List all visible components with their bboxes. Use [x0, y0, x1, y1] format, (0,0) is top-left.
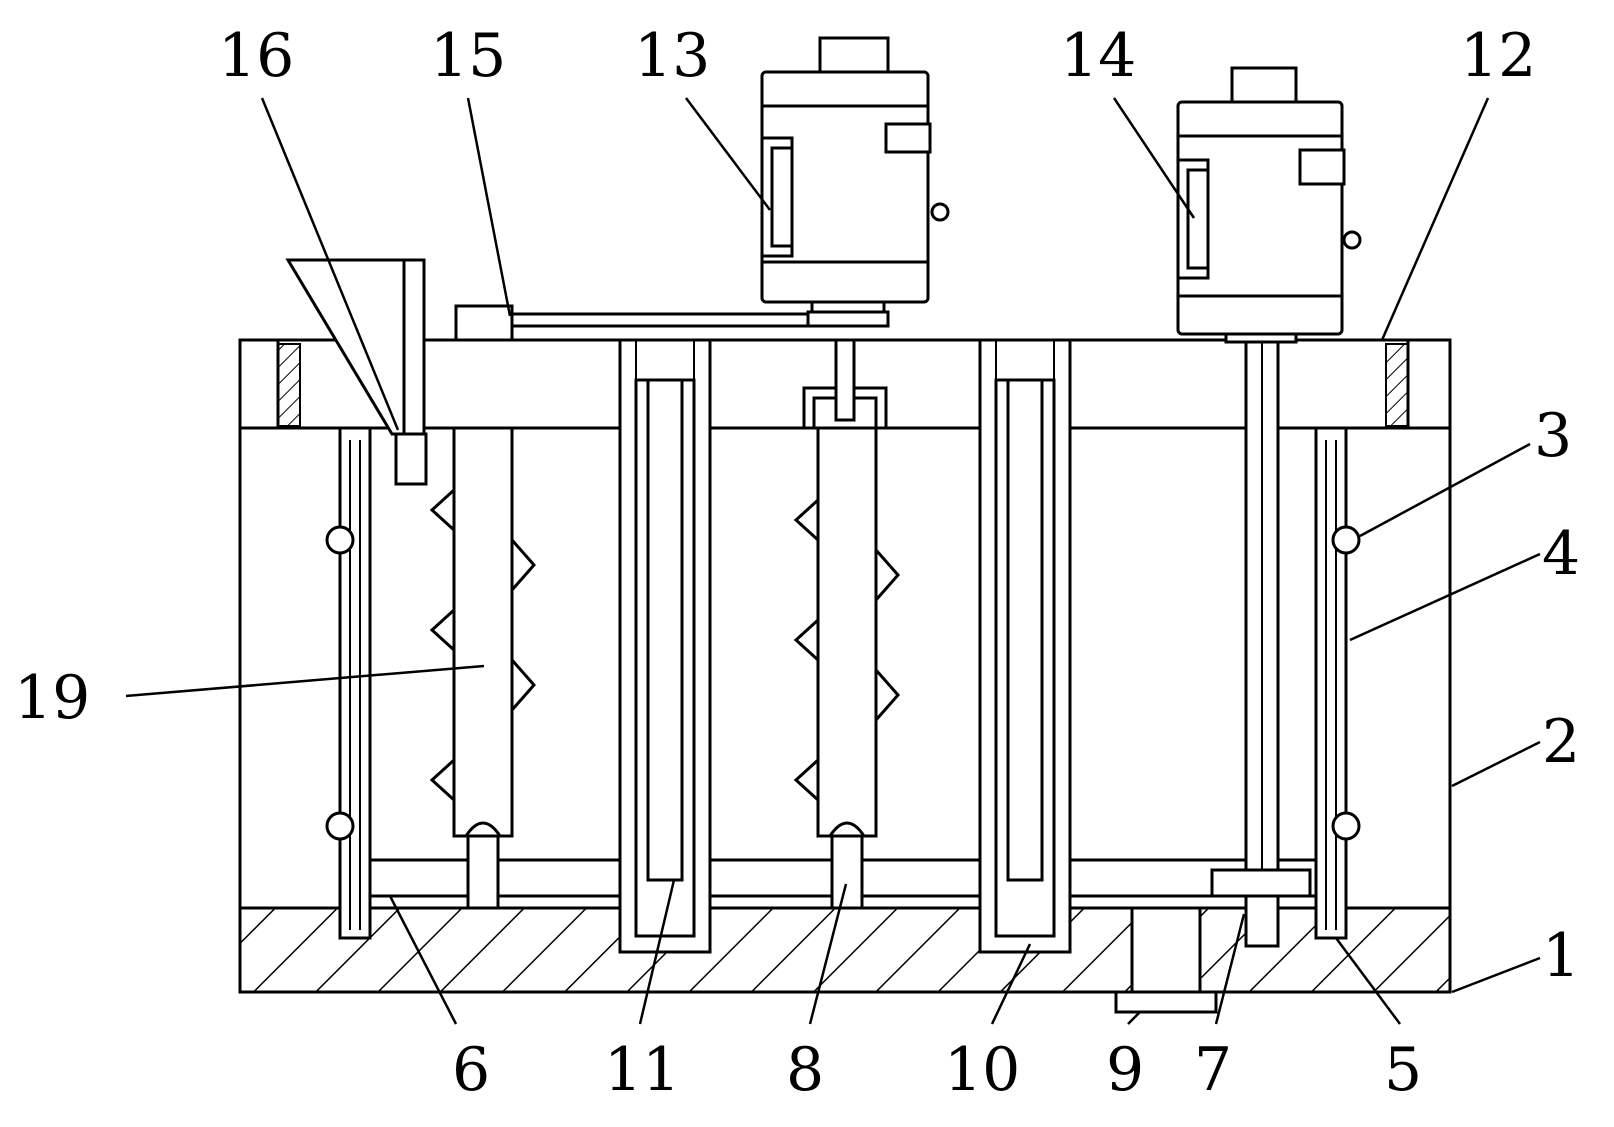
label-3: 3	[1534, 401, 1572, 471]
label-8: 8	[786, 1035, 824, 1105]
stirring-shaft	[1210, 338, 1312, 948]
part-labels: 1 2 3 4 5 6 7 8 9 10 11 12 13 14 15 16 1…	[14, 21, 1580, 1105]
central-screw-shaft	[793, 338, 900, 910]
left-screw-shaft	[429, 426, 536, 910]
belt-bracket	[454, 304, 814, 342]
label-6: 6	[452, 1035, 490, 1105]
slider-ball-icon	[1331, 525, 1361, 555]
label-16: 16	[218, 21, 294, 91]
label-15: 15	[430, 21, 506, 91]
discharge-outlet	[1114, 906, 1218, 1014]
left-heating-tube	[618, 338, 712, 954]
label-4: 4	[1542, 519, 1580, 589]
right-guide-rail	[1314, 426, 1361, 940]
label-7: 7	[1194, 1035, 1232, 1105]
right-heating-tube	[978, 338, 1072, 954]
label-11: 11	[604, 1035, 680, 1105]
label-12: 12	[1460, 21, 1536, 91]
label-5: 5	[1384, 1035, 1422, 1105]
right-motor	[1176, 66, 1362, 344]
left-motor	[760, 36, 950, 328]
left-guide-rail	[325, 426, 372, 940]
leader-lines	[125, 97, 1541, 1025]
label-1: 1	[1542, 921, 1580, 991]
label-9: 9	[1106, 1035, 1144, 1105]
feed-hopper	[285, 258, 428, 486]
label-13: 13	[634, 21, 710, 91]
label-10: 10	[944, 1035, 1020, 1105]
label-2: 2	[1542, 707, 1580, 777]
label-14: 14	[1060, 21, 1136, 91]
label-19: 19	[14, 663, 90, 733]
